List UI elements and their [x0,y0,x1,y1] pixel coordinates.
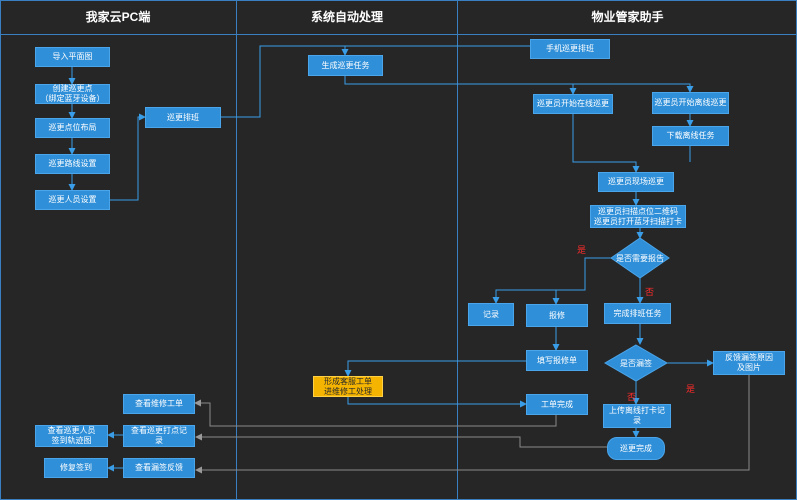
node-point-layout[interactable]: 巡更点位布局 [35,118,110,138]
node-import-plan[interactable]: 导入平面图 [35,47,110,67]
label-no-report: 否 [645,287,655,297]
node-create-point[interactable]: 创建巡更点 （绑定蓝牙设备） [35,84,110,104]
node-missed-check[interactable]: 是否漏签 [620,359,652,368]
node-generate-task[interactable]: 生成巡更任务 [308,55,383,76]
node-fix-checkin[interactable]: 修复签到 [44,458,108,478]
node-download-offline[interactable]: 下载离线任务 [652,126,729,146]
node-upload-offline[interactable]: 上传离线打卡记 录 [603,404,671,428]
node-staff-setup[interactable]: 巡更人员设置 [35,190,110,210]
label-yes-report: 是 [577,245,587,255]
node-scan-checkin[interactable]: 巡更员扫描点位二维码 巡更员打开蓝牙扫描打卡 [590,205,686,228]
node-fill-repair[interactable]: 填写报修单 [526,350,588,371]
node-form-repair-order[interactable]: 形成客服工单 进维修工处理 [313,376,383,397]
node-view-checkin[interactable]: 查看巡更打点记 录 [123,425,195,447]
connectors [68,45,714,472]
lane-title-system: 系统自动处理 [310,10,383,24]
node-onsite-patrol[interactable]: 巡更员现场巡更 [598,172,674,192]
label-yes-missed: 是 [686,384,696,394]
lane-title-pc: 我家云PC端 [85,10,151,24]
node-repair[interactable]: 报修 [526,304,588,327]
node-shift-schedule[interactable]: 巡更排班 [145,107,221,128]
node-view-repair[interactable]: 查看维修工单 [123,394,195,414]
node-online-patrol[interactable]: 巡更员开始在线巡更 [533,94,613,114]
node-view-missed[interactable]: 查看漏签反馈 [123,458,195,478]
return-connectors [194,375,750,474]
node-mobile-schedule[interactable]: 手机巡更排班 [530,39,610,59]
node-patrol-done[interactable]: 巡更完成 [607,437,665,460]
node-view-track[interactable]: 查看巡更人员 签到轨迹图 [35,425,108,447]
lane-title-assistant: 物业管家助手 [591,10,664,24]
node-offline-patrol[interactable]: 巡更员开始离线巡更 [652,92,729,114]
node-need-report[interactable]: 是否需要报告 [616,254,664,263]
node-feedback-missed[interactable]: 反馈漏签原因 及图片 [713,351,785,375]
node-route-setup[interactable]: 巡更路线设置 [35,154,110,174]
label-no-missed: 否 [627,392,637,402]
node-record[interactable]: 记录 [468,303,514,326]
node-order-complete[interactable]: 工单完成 [526,394,588,415]
node-finish-shift[interactable]: 完成排班任务 [604,303,671,324]
